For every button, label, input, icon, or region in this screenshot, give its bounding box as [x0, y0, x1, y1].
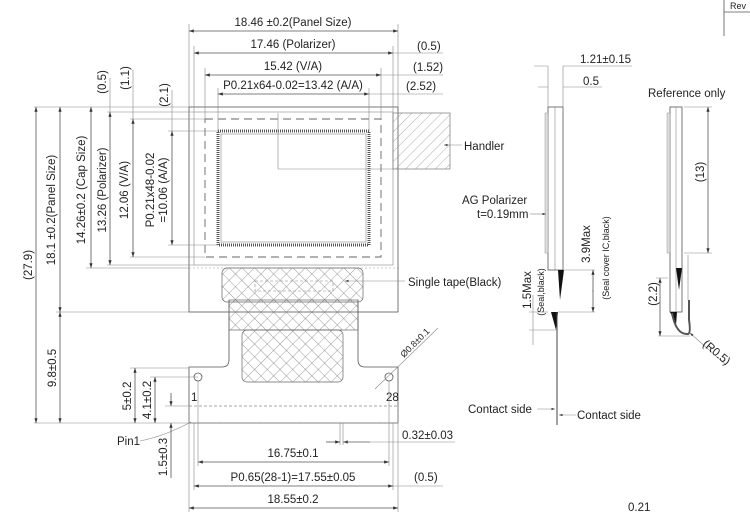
dim-pin-edge-gap: (0.5): [414, 472, 438, 484]
dim-aa-width: P0.21x64-0.02=13.42 (A/A): [223, 80, 363, 92]
dim-seal-max: 1.5Max: [522, 271, 534, 309]
dim-va-width: 15.42 (V/A): [264, 61, 322, 73]
dim-fpc-length: 9.8±0.5: [47, 349, 59, 387]
glass-stack: [547, 106, 564, 271]
dim-pin-width: 0.32±0.03: [402, 430, 453, 442]
dim-hole-to-edge-2: 4.1±0.2: [142, 381, 154, 419]
contact-side-right: Contact side: [577, 410, 641, 422]
dim-thickness: 1.21±0.15: [580, 54, 631, 66]
dim-top-gap-1: (0.5): [97, 70, 109, 94]
bent-fpc: [671, 300, 691, 336]
revision-header: Rev: [730, 1, 747, 11]
dim-ref-length: (13): [695, 162, 707, 183]
side-view: 1.21±0.15 0.5 AG Polarizer t=0.19mm 1.5M…: [462, 54, 641, 425]
dim-top-gap-3: (2.1): [159, 83, 171, 107]
active-area-inner: [220, 133, 367, 243]
dim-panel-width: 18.46 ±0.2(Panel Size): [235, 17, 352, 29]
pin1-label: Pin1: [117, 436, 140, 448]
single-tape: [221, 267, 364, 303]
pin-contacts: [188, 405, 399, 424]
dim-ic-max: 3.9Max: [581, 225, 593, 263]
dim-panel-height: 18.1 ±0.2(Panel Size): [46, 155, 58, 266]
dim-right-gap-3: (2.52): [406, 81, 436, 93]
dim-glass: 0.5: [583, 76, 599, 88]
dim-bend-radius: (R0.5): [700, 338, 732, 368]
dim-hole-to-edge: 5±0.2: [122, 382, 134, 411]
footer-value: 0.21: [628, 502, 650, 513]
handler-label: Handler: [464, 141, 504, 153]
contact-side-left: Contact side: [468, 404, 532, 416]
hole-diameter: Ø0.8±0.1: [398, 326, 431, 359]
dim-right-gap-1: (0.5): [417, 41, 441, 53]
ic-seal: [558, 270, 564, 300]
tape-label: Single tape(Black): [408, 277, 501, 289]
ic-note: (Seal cover IC,black): [601, 216, 611, 300]
viewing-area: [204, 118, 382, 258]
revision-table: Rev: [723, 0, 750, 36]
dim-right-gap-2: (1.52): [413, 62, 443, 74]
dim-aa-height-2: =10.06 (A/A): [158, 157, 170, 222]
dim-va-height: 12.06 (V/A): [119, 161, 131, 219]
handler: [392, 112, 451, 170]
dim-cap-height: 14.26±0.2 (Cap Size): [76, 136, 88, 245]
alignment-hole-right: [384, 372, 394, 382]
dim-aa-height-1: P0.21x48-0.02: [145, 153, 157, 228]
seal: [551, 312, 558, 330]
dim-top-gap-2: (1.1): [120, 66, 132, 90]
seal-note: (Seal,black): [536, 268, 546, 316]
polarizer-layer: [544, 112, 549, 254]
dim-polarizer-width: 17.46 (Polarizer): [250, 39, 335, 51]
dim-pin-length: 1.5±0.3: [158, 438, 170, 476]
dim-fpc-width: 18.55±0.2: [267, 494, 318, 506]
front-view: Handler Single tape(Black) Ø0.8±0.1 1 28…: [23, 17, 504, 512]
polarizer-outline: [193, 111, 394, 266]
dim-total-height: (27.9): [23, 250, 35, 280]
polarizer-label: AG Polarizer: [462, 195, 527, 207]
dim-pin-pitch: P0.65(28-1)=17.55±0.05: [231, 472, 356, 484]
dim-polarizer-height: 13.26 (Polarizer): [97, 147, 109, 232]
active-area: [216, 129, 371, 247]
dim-hole-pitch: 16.75±0.1: [267, 448, 318, 460]
dim-bend-height: (2.2): [648, 282, 660, 306]
reference-title: Reference only: [648, 88, 726, 100]
polarizer-thickness: t=0.19mm: [477, 209, 528, 221]
reference-view: Reference only (13) (2.2) (R0.5): [648, 88, 732, 368]
pin-first: 1: [191, 392, 197, 404]
pin-last: 28: [386, 392, 399, 404]
